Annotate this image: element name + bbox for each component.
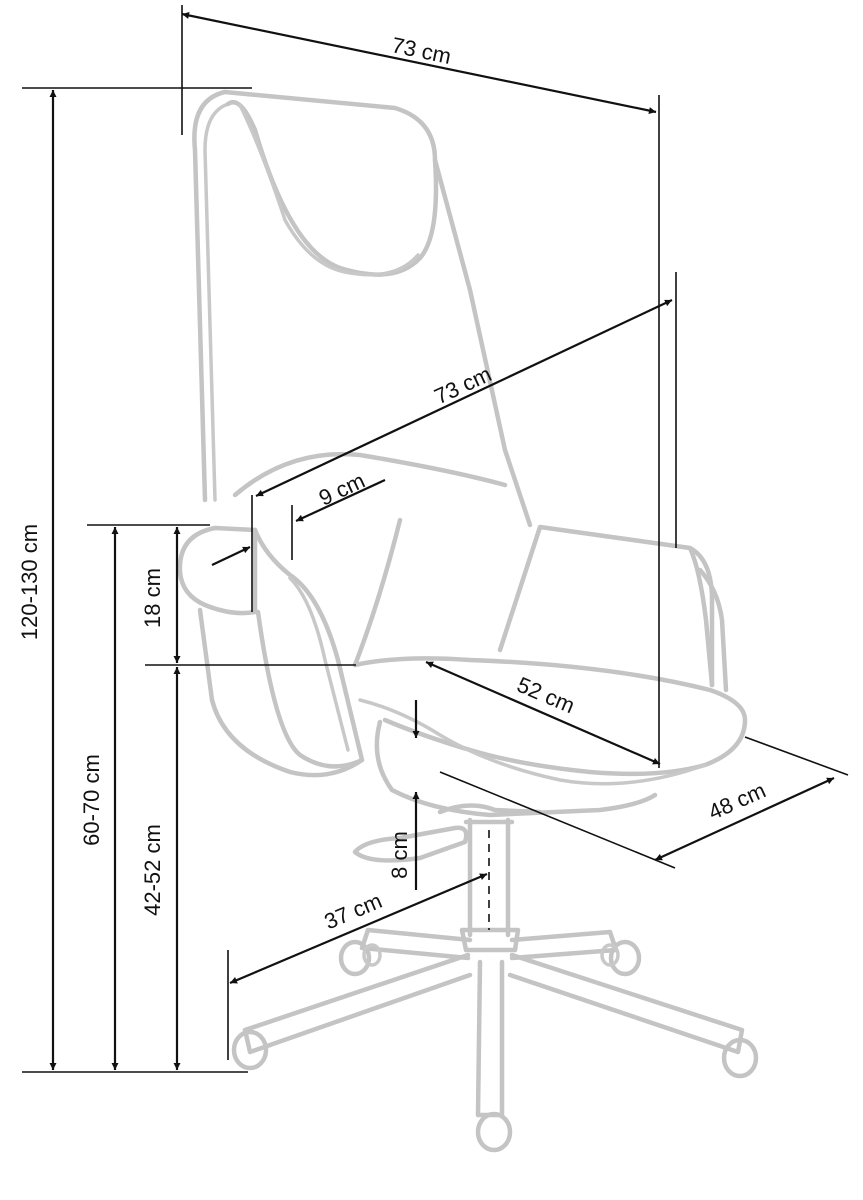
- back-cushion: [232, 451, 508, 498]
- seat-back-line: [352, 517, 403, 668]
- left-armrest-side: [252, 527, 365, 769]
- base-leg-back-right: [509, 929, 619, 961]
- left-armrest: [177, 525, 258, 616]
- chair-outline: [177, 89, 759, 1153]
- dim-line-armrest-width: [295, 479, 386, 522]
- headrest: [225, 100, 439, 277]
- label-seat-depth: 52 cm: [513, 672, 578, 718]
- seat-underside: [374, 719, 658, 818]
- dimension-labels: 73 cm 73 cm 9 cm 52 cm 48 cm 8 cm 37 cm …: [17, 32, 769, 934]
- left-armrest-inner: [288, 576, 350, 752]
- tilt-lever: [352, 825, 469, 863]
- label-seat-height: 42-52 cm: [140, 824, 165, 916]
- mechanism: [437, 803, 543, 815]
- dim-line-depth-top: [181, 11, 657, 115]
- label-base-radius: 37 cm: [321, 888, 386, 934]
- base-leg-front-right: [507, 952, 745, 1055]
- casters: [231, 939, 759, 1153]
- label-armrest-height: 18 cm: [140, 568, 165, 628]
- label-width-diag: 73 cm: [430, 361, 495, 409]
- label-seat-travel: 8 cm: [387, 831, 412, 879]
- dimension-lines: [22, 5, 849, 1073]
- dim-line-seat-depth: [425, 660, 661, 766]
- base-leg-front: [475, 959, 505, 1118]
- backrest-panel: [203, 102, 230, 502]
- dim-line-base-radius: [229, 872, 488, 985]
- left-shell: [197, 607, 365, 778]
- right-armrest-side: [687, 545, 729, 693]
- label-armrest-floor-height: 60-70 cm: [79, 754, 104, 846]
- label-armrest-width: 9 cm: [315, 468, 369, 511]
- base-leg-front-left: [242, 952, 473, 1055]
- backrest: [192, 89, 533, 528]
- dim-line-seat-width: [654, 776, 835, 862]
- dim-line-width-diag: [255, 299, 673, 497]
- label-seat-width: 48 cm: [704, 778, 769, 825]
- dim-line-armrest-width-left: [211, 546, 251, 566]
- headrest-inner: [238, 103, 420, 277]
- seat-edge: [358, 698, 707, 786]
- label-total-height: 120-130 cm: [17, 524, 42, 640]
